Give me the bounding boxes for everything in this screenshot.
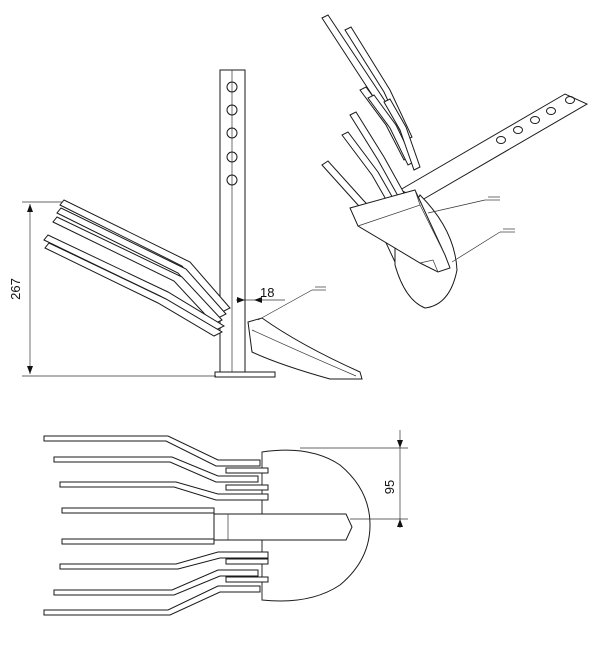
iso-bar-holes (496, 96, 575, 144)
gap-label: 18 (260, 285, 274, 300)
vertical-post (219, 69, 246, 376)
post-holes (226, 81, 238, 186)
iso-frame (349, 189, 451, 273)
top-view: 95 (43, 430, 408, 616)
iso-tines (321, 14, 421, 277)
side-view: 267 18 (8, 69, 363, 380)
base-plate (214, 371, 276, 378)
blade (247, 317, 363, 380)
iso-bar (398, 93, 589, 201)
iso-leaders (427, 196, 515, 263)
height-label: 267 (8, 278, 23, 300)
top-tine-stubs (225, 467, 269, 583)
top-tines (43, 435, 269, 616)
top-center-bar (213, 513, 353, 541)
height-dimension: 267 (8, 201, 216, 377)
side-tines (43, 199, 231, 337)
isometric-view (321, 14, 589, 309)
radius-dimension: 95 (300, 430, 408, 528)
blade-leader (257, 286, 326, 321)
gap-dimension: 18 (236, 285, 285, 303)
radius-label: 95 (382, 480, 397, 494)
